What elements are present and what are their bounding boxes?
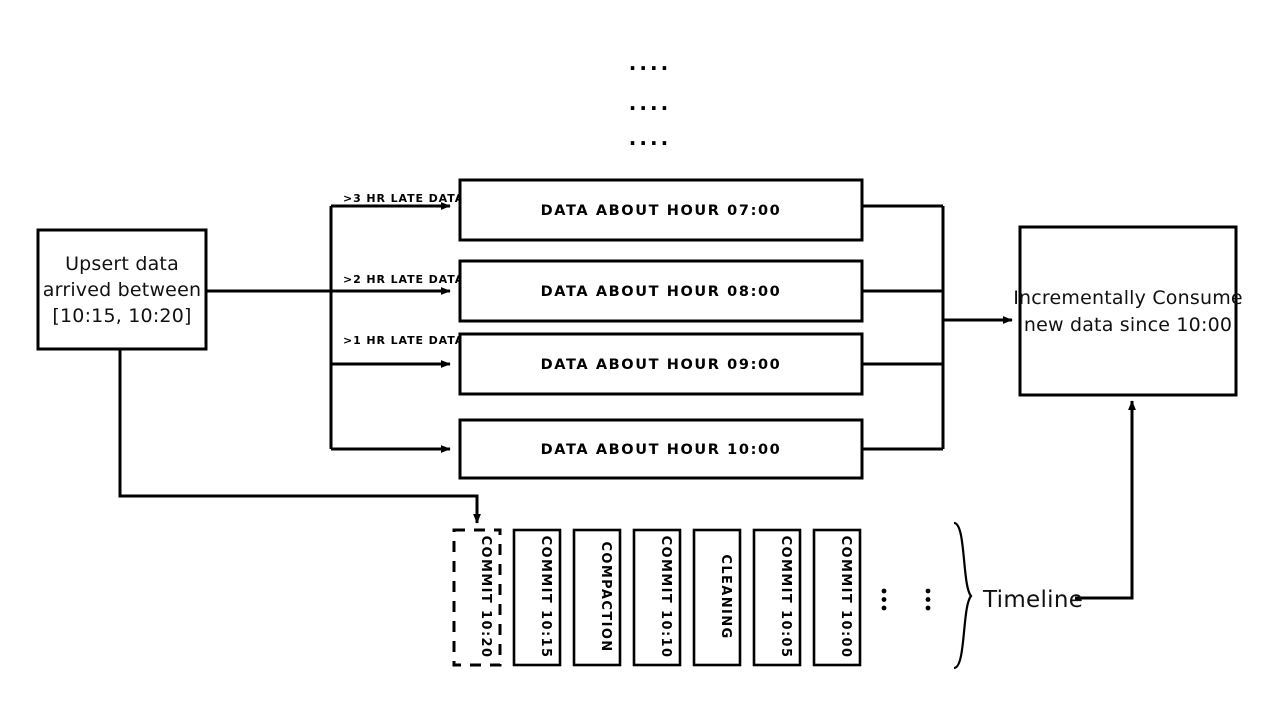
timeline-item-label: COMPACTION	[598, 541, 613, 652]
timeline-ellipsis-2	[925, 588, 931, 611]
edge-source-to-commit	[118, 349, 481, 524]
timeline-item-label: CLEANING	[718, 554, 733, 639]
top-ellipsis-2: ....	[629, 91, 671, 115]
timeline-item-label: COMMIT 10:00	[838, 536, 853, 659]
source-box-line-1: Upsert data	[65, 253, 179, 275]
arrow-label-1hr: >1 HR LATE DATA	[343, 334, 464, 347]
hour-box-10[interactable]: DATA ABOUT HOUR 10:00	[458, 418, 864, 480]
timeline-item-compaction[interactable]: COMPACTION	[572, 528, 622, 667]
hour-box-09[interactable]: DATA ABOUT HOUR 09:00	[458, 332, 864, 396]
timeline-item-label: COMMIT 10:15	[538, 536, 553, 659]
timeline-item-label: COMMIT 10:05	[778, 536, 793, 659]
source-box[interactable]: Upsert data arrived between [10:15, 10:2…	[36, 228, 208, 351]
consumer-box-line-1: Incrementally Consume	[1013, 287, 1243, 309]
timeline-item-commit-1020[interactable]: COMMIT 10:20	[452, 528, 502, 667]
arrow-label-2hr: >2 HR LATE DATA	[343, 273, 464, 286]
timeline-item-commit-1015[interactable]: COMMIT 10:15	[512, 528, 562, 667]
timeline-label: Timeline	[982, 587, 1083, 613]
top-ellipsis-1: ....	[629, 51, 671, 75]
hour-box-10-label: DATA ABOUT HOUR 10:00	[541, 442, 782, 458]
hour-box-09-label: DATA ABOUT HOUR 09:00	[541, 357, 782, 373]
timeline-item-label: COMMIT 10:10	[658, 536, 673, 659]
consumer-box-line-2: new data since 10:00	[1024, 314, 1232, 336]
hour-box-07[interactable]: DATA ABOUT HOUR 07:00	[458, 178, 864, 242]
timeline-ellipsis-1	[881, 588, 887, 611]
edge-timeline-to-consumer	[1075, 400, 1136, 600]
hour-box-07-label: DATA ABOUT HOUR 07:00	[541, 203, 782, 219]
timeline-item-commit-1010[interactable]: COMMIT 10:10	[632, 528, 682, 667]
top-ellipsis-3: ....	[629, 126, 671, 150]
timeline-item-cleaning[interactable]: CLEANING	[692, 528, 742, 667]
hour-box-08[interactable]: DATA ABOUT HOUR 08:00	[458, 259, 864, 323]
hour-box-08-label: DATA ABOUT HOUR 08:00	[541, 284, 782, 300]
timeline-brace	[953, 521, 973, 670]
source-box-line-3: [10:15, 10:20]	[52, 305, 191, 327]
source-box-line-2: arrived between	[43, 279, 201, 301]
timeline-item-commit-1005[interactable]: COMMIT 10:05	[752, 528, 802, 667]
timeline-item-commit-1000[interactable]: COMMIT 10:00	[812, 528, 862, 667]
consumer-box[interactable]: Incrementally Consume new data since 10:…	[1013, 225, 1243, 397]
arrow-label-3hr: >3 HR LATE DATA	[343, 192, 464, 205]
timeline-item-label: COMMIT 10:20	[478, 536, 493, 659]
